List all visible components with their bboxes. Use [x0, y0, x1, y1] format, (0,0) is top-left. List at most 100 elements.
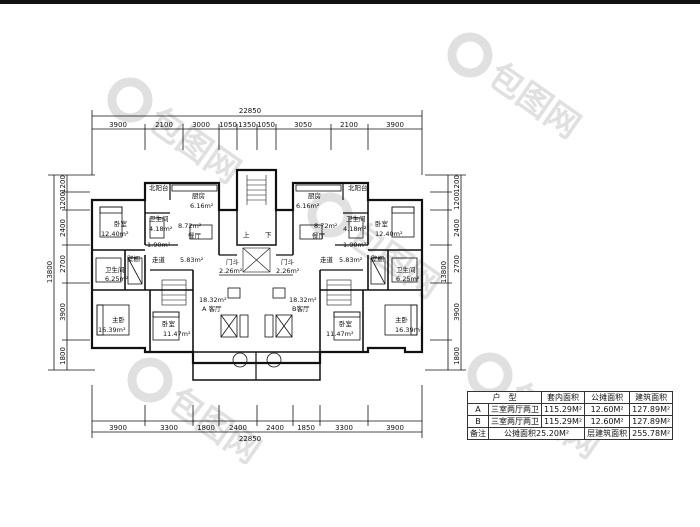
- area-summary-table: 户 型 套内面积 公摊面积 建筑面积 A 三室两厅两卫 115.29M² 12.…: [467, 391, 674, 440]
- room-bedroom2-right: 卧室: [339, 319, 353, 328]
- right-dim: 1200: [453, 192, 461, 210]
- room-kitchen-left-area: 6.16m²: [190, 202, 214, 210]
- room-dining-right-area: 8.72m²: [314, 222, 338, 230]
- table-cell: 12.60M²: [584, 403, 631, 416]
- room-bath1-left: 卫生间: [149, 214, 169, 223]
- table-cell: 127.89M²: [629, 415, 674, 428]
- room-bath2-left-area: 6.25m²: [105, 275, 129, 283]
- table-cell: 三室两厅两卫: [488, 403, 542, 416]
- room-north-balcony-right: 北阳台: [348, 183, 368, 192]
- right-total-dim: 13800: [440, 261, 448, 283]
- table-header-cell: 户 型: [467, 391, 542, 404]
- top-dim: 1050: [257, 121, 275, 129]
- room-dining-left-area: 8.72m²: [178, 222, 202, 230]
- room-corridor-right-area: 5.83m²: [339, 256, 363, 264]
- table-cell: 12.60M²: [584, 415, 631, 428]
- room-master-left-area: 16.39m²: [98, 326, 126, 334]
- table-note-row: 备注 公摊面积25.20M² 层建筑面积 255.78M²: [467, 427, 674, 440]
- room-bath2-right-area: 6.25m²: [396, 275, 420, 283]
- bottom-dim: 3900: [386, 424, 404, 432]
- dimension-labels: 22850 3900 2100 3000 1050 1350 1050 3050…: [46, 107, 461, 443]
- top-dim: 2100: [155, 121, 173, 129]
- table-cell: 层建筑面积: [584, 427, 631, 440]
- bottom-dim: 1850: [297, 424, 315, 432]
- room-bedroom2-right-area: 11.47m²: [326, 330, 354, 338]
- room-master-right: 主卧: [395, 315, 409, 324]
- unit-stairs: [161, 279, 352, 306]
- room-bath1-left-area: 4.18m²: [149, 225, 173, 233]
- right-dim: 1800: [453, 347, 461, 365]
- table-cell: 备注: [467, 427, 489, 440]
- room-foyer-right-area: 2.26m²: [276, 267, 300, 275]
- bottom-dim: 3300: [160, 424, 178, 432]
- left-dim: 3900: [59, 303, 67, 321]
- right-dim: 2700: [453, 255, 461, 273]
- room-bath1-right: 卫生间: [346, 214, 366, 223]
- right-dim: 2400: [453, 219, 461, 237]
- room-bath2-right: 卫生间: [396, 265, 416, 274]
- room-living-right-area: 18.32m²: [289, 296, 317, 304]
- right-dim: 1200: [453, 175, 461, 193]
- left-total-dim: 13800: [46, 261, 54, 283]
- room-corridor-right: 走道: [320, 255, 334, 264]
- stair-core: [242, 175, 271, 273]
- room-foyer-left-area: 2.26m²: [219, 267, 243, 275]
- room-bedroom-right-area: 12.40m²: [375, 230, 403, 238]
- room-kitchen-left: 厨房: [192, 191, 205, 200]
- table-cell: 115.29M²: [540, 415, 586, 428]
- walls: [90, 168, 424, 381]
- watermark-text: 包图网: [481, 55, 587, 146]
- right-dim: 3900: [453, 303, 461, 321]
- room-living-right: B客厅: [292, 304, 310, 313]
- room-living-left: A 客厅: [202, 304, 222, 313]
- left-dim: 1200: [59, 192, 67, 210]
- room-bedroom-left-area: 12.40m²: [101, 230, 129, 238]
- table-row: B 三室两厅两卫 115.29M² 12.60M² 127.89M²: [467, 415, 674, 428]
- furniture: [95, 184, 418, 368]
- left-dim: 2400: [59, 219, 67, 237]
- bottom-dim: 2400: [266, 424, 284, 432]
- room-north-balcony-left: 北阳台: [149, 183, 169, 192]
- left-dim: 1800: [59, 347, 67, 365]
- room-hall-left-area: 1.90m²: [147, 241, 171, 249]
- bottom-dim: 1800: [197, 424, 215, 432]
- stair-down-label: 下: [265, 231, 272, 239]
- table-header-cell: 公摊面积: [584, 391, 631, 404]
- room-kitchen-right-area: 6.16m²: [296, 202, 320, 210]
- bottom-dim: 3900: [109, 424, 127, 432]
- table-cell: 115.29M²: [540, 403, 586, 416]
- top-dim: 2100: [340, 121, 358, 129]
- room-closet-left: 壁橱: [127, 254, 141, 263]
- table-header-row: 户 型 套内面积 公摊面积 建筑面积: [467, 391, 674, 404]
- room-living-left-area: 18.32m²: [199, 296, 227, 304]
- room-bath2-left: 卫生间: [105, 265, 125, 274]
- room-bedroom-left: 卧室: [114, 219, 128, 228]
- table-cell: 127.89M²: [629, 403, 674, 416]
- room-corridor-left: 走道: [152, 255, 166, 264]
- room-labels: 北阳台 厨房 6.16m² 北阳台 厨房 6.16m² 卧室 12.40m² 卧…: [98, 183, 423, 338]
- left-dim: 2700: [59, 255, 67, 273]
- watermark-text: 包图网: [141, 100, 247, 191]
- top-dim: 1350: [238, 121, 256, 129]
- table-cell: 255.78M²: [629, 427, 674, 440]
- top-dim: 3050: [294, 121, 312, 129]
- top-dim: 3900: [386, 121, 404, 129]
- table-cell: A: [467, 403, 489, 416]
- room-bedroom2-left: 卧室: [162, 319, 176, 328]
- room-bedroom2-left-area: 11.47m²: [163, 330, 191, 338]
- table-header-cell: 建筑面积: [629, 391, 674, 404]
- room-kitchen-right: 厨房: [308, 191, 321, 200]
- top-dim: 3000: [192, 121, 210, 129]
- bottom-dim: 3300: [335, 424, 353, 432]
- room-bedroom-right: 卧室: [375, 219, 389, 228]
- table-cell: 三室两厅两卫: [488, 415, 542, 428]
- stair-up-label: 上: [243, 230, 250, 239]
- bottom-dim: 2400: [229, 424, 247, 432]
- top-total-dim: 22850: [239, 107, 261, 115]
- left-dim: 1200: [59, 175, 67, 193]
- top-border-bar: [0, 0, 700, 4]
- dimension-lines: [48, 110, 466, 438]
- top-dim: 1050: [219, 121, 237, 129]
- bottom-total-dim: 22850: [239, 435, 261, 443]
